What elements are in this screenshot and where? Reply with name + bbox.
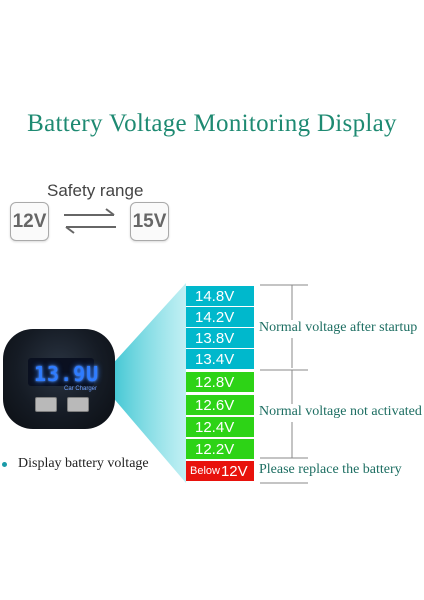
safety-low-box: 12V [10,202,49,241]
exchange-arrows-icon [64,208,116,234]
group-brackets [260,284,308,484]
usb-port [35,397,57,412]
below-value: 12V [220,462,248,480]
safety-high-box: 15V [130,202,169,241]
level-cell: 13.8V [186,327,254,348]
bullet-dot-icon [2,462,7,467]
level-cell: 12.8V [186,371,254,392]
page-title: Battery Voltage Monitoring Display [27,110,397,137]
group-label-replace: Please replace the battery [259,462,402,478]
device-caption: Display battery voltage [18,456,149,471]
level-cell: 14.2V [186,306,254,327]
level-cell: 13.4V [186,348,254,369]
safety-range-label: Safety range [47,181,144,200]
display-screen [28,358,94,386]
level-cell: 12.6V [186,394,254,415]
level-cell: 12.2V [186,438,254,459]
level-cell: 14.8V [186,285,254,306]
voltage-readout: 13.9U [34,362,100,386]
device-sub-label: Car Charger [64,386,98,392]
group-label-startup: Normal voltage after startup [259,320,418,336]
group-label-not-activated: Normal voltage not activated [259,404,422,420]
below-prefix: Below [190,465,220,477]
level-cell: 12.4V [186,416,254,437]
usb-port [67,397,89,412]
